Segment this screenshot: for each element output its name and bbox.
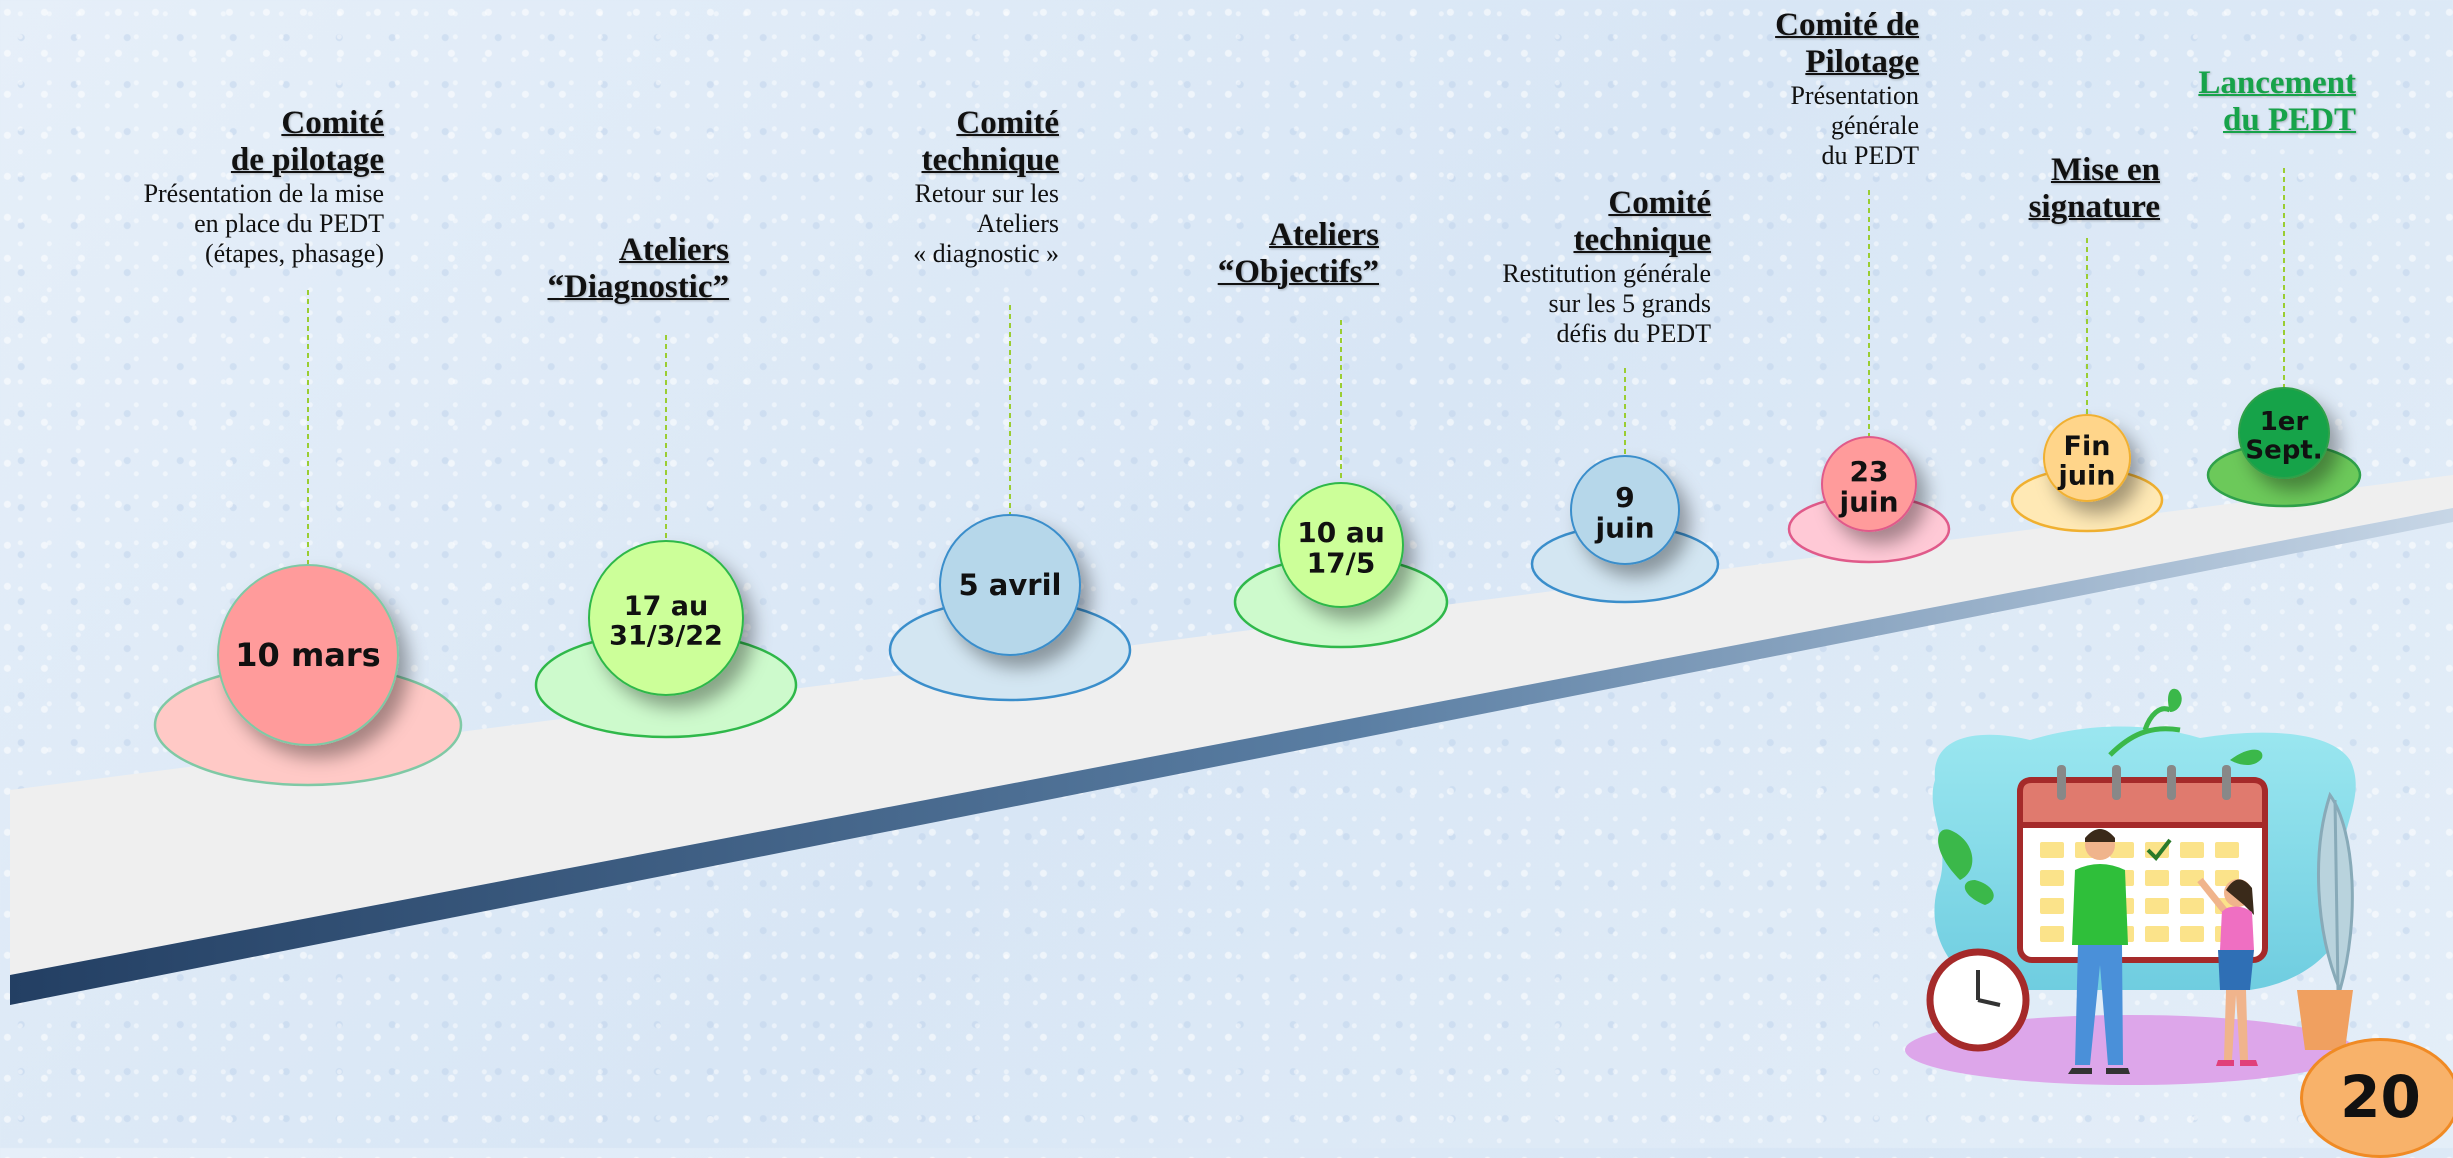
timeline-road bbox=[10, 475, 2453, 1005]
milestone-date-line2: juin bbox=[2058, 460, 2116, 491]
milestone-date-line1: 5 avril bbox=[959, 568, 1062, 602]
calendar-cell bbox=[2040, 842, 2064, 858]
calendar-cell bbox=[2145, 898, 2169, 914]
milestone-date-bubble bbox=[1821, 436, 1917, 532]
calendar-cell bbox=[2040, 926, 2064, 942]
milestone-date-bubble bbox=[2043, 414, 2131, 502]
calendar-rings bbox=[2057, 765, 2231, 800]
calendar-cell bbox=[2145, 870, 2169, 886]
road-surface bbox=[10, 475, 2453, 975]
milestone-title: Comité de Pilotage bbox=[1775, 7, 1919, 80]
milestone-label-7: Mise en signature bbox=[2029, 152, 2160, 226]
leaf-icon bbox=[1964, 880, 1994, 905]
calendar-cell bbox=[2040, 898, 2064, 914]
milestone-title: Lancement du PEDT bbox=[2198, 65, 2356, 138]
milestone-date-bubble bbox=[588, 540, 744, 696]
plant-stem-icon bbox=[2108, 706, 2181, 757]
calendar-cell bbox=[2215, 842, 2239, 858]
milestone-label-2: Ateliers “Diagnostic” bbox=[548, 232, 730, 306]
page-number-badge: 20 bbox=[2300, 1038, 2453, 1158]
milestone-description: Retour sur les Ateliers « diagnostic » bbox=[913, 179, 1059, 268]
milestone-3: 5 avril bbox=[888, 305, 1132, 702]
man-figure bbox=[2068, 829, 2130, 1074]
milestone-date-line1: 10 au bbox=[1297, 516, 1385, 549]
milestone-description: Présentation de la mise en place du PEDT… bbox=[143, 179, 384, 268]
milestone-title: Mise en signature bbox=[2028, 152, 2160, 225]
milestone-date-bubble bbox=[217, 564, 399, 746]
milestone-title: Ateliers “Diagnostic” bbox=[547, 232, 730, 305]
page-number: 20 bbox=[2340, 1063, 2421, 1131]
milestone-date-line1: 17 au bbox=[624, 591, 708, 622]
calendar-header bbox=[2017, 777, 2268, 828]
calendar-cell bbox=[2110, 842, 2134, 858]
milestone-date-line1: Fin bbox=[2064, 431, 2111, 462]
potted-plant bbox=[2297, 791, 2354, 1050]
leaf-icon bbox=[2167, 688, 2182, 712]
leaf-icon bbox=[1938, 829, 1973, 880]
milestone-date-bubble bbox=[2238, 387, 2330, 479]
calendar-cell bbox=[2180, 926, 2204, 942]
milestone-date-line2: 17/5 bbox=[1307, 546, 1376, 579]
calendar-cell bbox=[2040, 870, 2064, 886]
milestone-title: Ateliers “Objectifs” bbox=[1217, 217, 1379, 290]
calendar-planning-illustration bbox=[1905, 688, 2356, 1085]
clock-hands bbox=[1976, 970, 2001, 1007]
road-edge bbox=[10, 508, 2453, 1005]
milestone-date-bubble bbox=[939, 514, 1081, 656]
milestone-date-line1: 10 mars bbox=[235, 636, 380, 674]
leaf-icon bbox=[2230, 749, 2263, 765]
milestone-date-line1: 23 bbox=[1850, 455, 1889, 488]
milestone-title: Comité technique bbox=[1573, 185, 1711, 258]
milestone-title: Comité de pilotage bbox=[230, 105, 384, 178]
milestone-description: Présentation générale du PEDT bbox=[1790, 81, 1919, 170]
milestone-date-line1: 9 bbox=[1615, 481, 1634, 514]
milestone-date-line2: juin bbox=[1594, 511, 1654, 544]
milestone-date-line1: 1er bbox=[2260, 407, 2309, 437]
milestone-date-bubble bbox=[1570, 455, 1680, 565]
milestone-date-line2: juin bbox=[1838, 485, 1898, 518]
calendar-cell bbox=[2180, 898, 2204, 914]
calendar-cell bbox=[2180, 842, 2204, 858]
woman-figure bbox=[2197, 877, 2258, 1066]
milestone-date-bubble bbox=[1278, 482, 1404, 608]
milestone-title: Comité technique bbox=[921, 105, 1059, 178]
milestone-label-4: Ateliers “Objectifs” bbox=[1218, 217, 1379, 291]
milestone-label-8: Lancement du PEDT bbox=[2198, 65, 2356, 139]
milestone-1: 10 mars bbox=[153, 290, 463, 787]
milestone-description: Restitution générale sur les 5 grands dé… bbox=[1502, 259, 1711, 348]
milestone-date-line2: Sept. bbox=[2245, 435, 2322, 465]
checkmark-icon bbox=[2146, 838, 2172, 862]
milestone-date-line2: 31/3/22 bbox=[609, 620, 723, 651]
calendar-cell bbox=[2145, 926, 2169, 942]
